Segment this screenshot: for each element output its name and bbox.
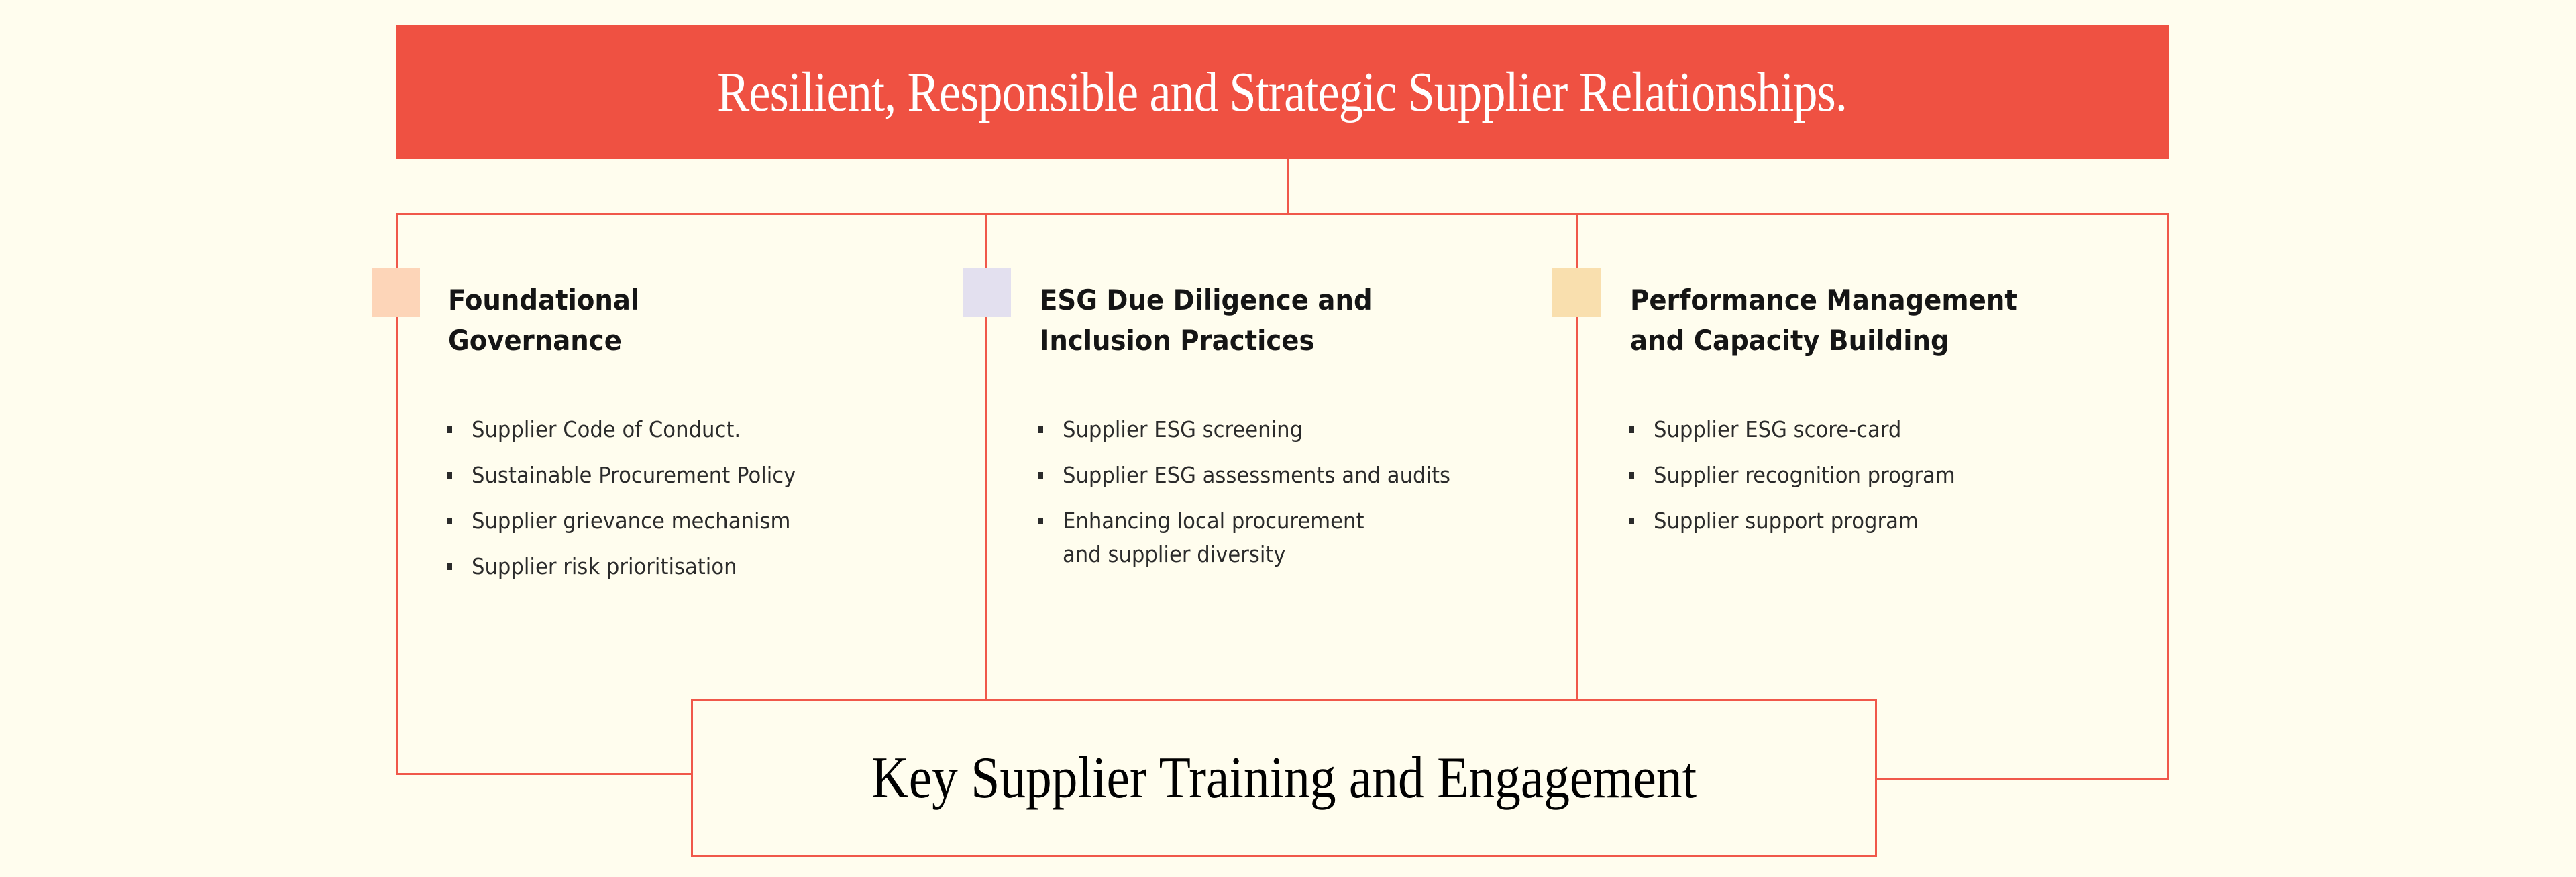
list-item: Supplier risk prioritisation (447, 550, 820, 583)
item-text: Enhancing local procurement (1063, 508, 1364, 534)
item-text: Sustainable Procurement Policy (472, 462, 796, 488)
list-item: Supplier ESG assessments and audits (1038, 459, 1480, 492)
item-text: Supplier Code of Conduct. (472, 416, 741, 443)
bullet-icon (1038, 518, 1043, 524)
bullet-icon (447, 426, 452, 433)
frame-left (396, 213, 398, 775)
connector-top (1287, 159, 1289, 215)
item-text: Supplier ESG screening (1063, 416, 1303, 443)
bullet-icon (447, 472, 452, 479)
title-line: Performance Management (1630, 284, 2017, 316)
bullet-icon (1629, 426, 1634, 433)
item-text: Supplier ESG score-card (1654, 416, 1902, 443)
list-item: Supplier Code of Conduct. (447, 413, 820, 447)
header-banner: Resilient, Responsible and Strategic Sup… (396, 25, 2169, 159)
list-item: Supplier grievance mechanism (447, 504, 820, 538)
title-line: Inclusion Practices (1040, 324, 1315, 357)
bullet-icon (447, 563, 452, 570)
list-item: Enhancing local procurement and supplier … (1038, 504, 1480, 571)
column-marker-2 (963, 268, 1011, 317)
list-item: Supplier ESG score-card (1629, 413, 1978, 447)
header-title: Resilient, Responsible and Strategic Sup… (717, 60, 1848, 123)
column-list-3: Supplier ESG score-card Supplier recogni… (1629, 413, 1978, 550)
title-line: Governance (448, 324, 622, 357)
list-item: Supplier recognition program (1629, 459, 1978, 492)
item-text: and supplier diversity (1063, 541, 1286, 567)
column-title-1: Foundational Governance (448, 280, 639, 361)
bullet-icon (1038, 426, 1043, 433)
list-item: Sustainable Procurement Policy (447, 459, 820, 492)
bullet-icon (1629, 472, 1634, 479)
bullet-icon (1038, 472, 1043, 479)
title-line: ESG Due Diligence and (1040, 284, 1373, 316)
item-text: Supplier recognition program (1654, 462, 1955, 488)
column-list-1: Supplier Code of Conduct. Sustainable Pr… (447, 413, 820, 595)
frame-top (396, 213, 2169, 215)
item-text: Supplier grievance mechanism (472, 508, 791, 534)
list-item: Supplier support program (1629, 504, 1978, 538)
list-item: Supplier ESG screening (1038, 413, 1480, 447)
footer-title: Key Supplier Training and Engagement (871, 745, 1697, 811)
column-title-3: Performance Management and Capacity Buil… (1630, 280, 2017, 361)
column-title-2: ESG Due Diligence and Inclusion Practice… (1040, 280, 1373, 361)
item-text: Supplier ESG assessments and audits (1063, 462, 1451, 488)
item-text: Supplier support program (1654, 508, 1919, 534)
column-marker-3 (1552, 268, 1601, 317)
frame-right (2167, 213, 2169, 780)
frame-bottom-left (396, 773, 692, 775)
item-text: Supplier risk prioritisation (472, 553, 737, 579)
column-divider-2 (1576, 213, 1578, 700)
title-line: and Capacity Building (1630, 324, 1949, 357)
footer-box: Key Supplier Training and Engagement (691, 699, 1877, 857)
column-marker-1 (372, 268, 420, 317)
column-divider-1 (985, 213, 987, 700)
title-line: Foundational (448, 284, 640, 316)
bullet-icon (1629, 518, 1634, 524)
frame-bottom-right (1873, 778, 2169, 780)
column-list-2: Supplier ESG screening Supplier ESG asse… (1038, 413, 1480, 583)
bullet-icon (447, 518, 452, 524)
